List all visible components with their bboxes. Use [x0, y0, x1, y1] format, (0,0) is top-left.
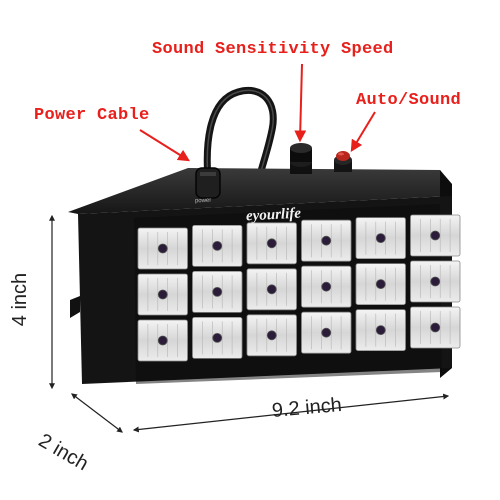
led-cell [410, 306, 461, 349]
led-cell [246, 268, 297, 311]
led-cell [137, 319, 188, 362]
power-mark: power [194, 197, 212, 205]
arrow-power-cable [139, 129, 191, 162]
led-cell [192, 224, 243, 267]
led-cell [301, 219, 352, 262]
led-cell [137, 227, 188, 270]
led-cell [410, 214, 461, 257]
arrow-auto-sound [350, 111, 376, 153]
label-power-cable: Power Cable [34, 106, 150, 125]
depth-dimension-line [71, 393, 123, 433]
device-top [68, 168, 452, 214]
led-cell [246, 222, 297, 265]
led-cell [410, 260, 461, 303]
width-dimension-line [132, 393, 450, 433]
arrow-sound-sensitivity [294, 63, 307, 143]
label-sound-sensitivity: Sound Sensitivity Speed [152, 40, 394, 59]
led-cell [355, 263, 406, 306]
led-cell [246, 314, 297, 357]
led-cell [137, 273, 188, 316]
mount-bracket [70, 296, 80, 318]
led-cell [192, 270, 243, 313]
led-cell [301, 311, 352, 354]
led-grid [137, 214, 461, 362]
auto-sound-button [334, 151, 352, 172]
led-cell [301, 265, 352, 308]
brand-logo: eyourlife [245, 205, 302, 225]
led-cell [355, 217, 406, 260]
led-cell [192, 316, 243, 359]
led-cell [355, 309, 406, 352]
label-height: 4 inch [9, 272, 32, 327]
label-auto-sound: Auto/Sound [356, 91, 462, 110]
sensitivity-knob [290, 143, 312, 174]
